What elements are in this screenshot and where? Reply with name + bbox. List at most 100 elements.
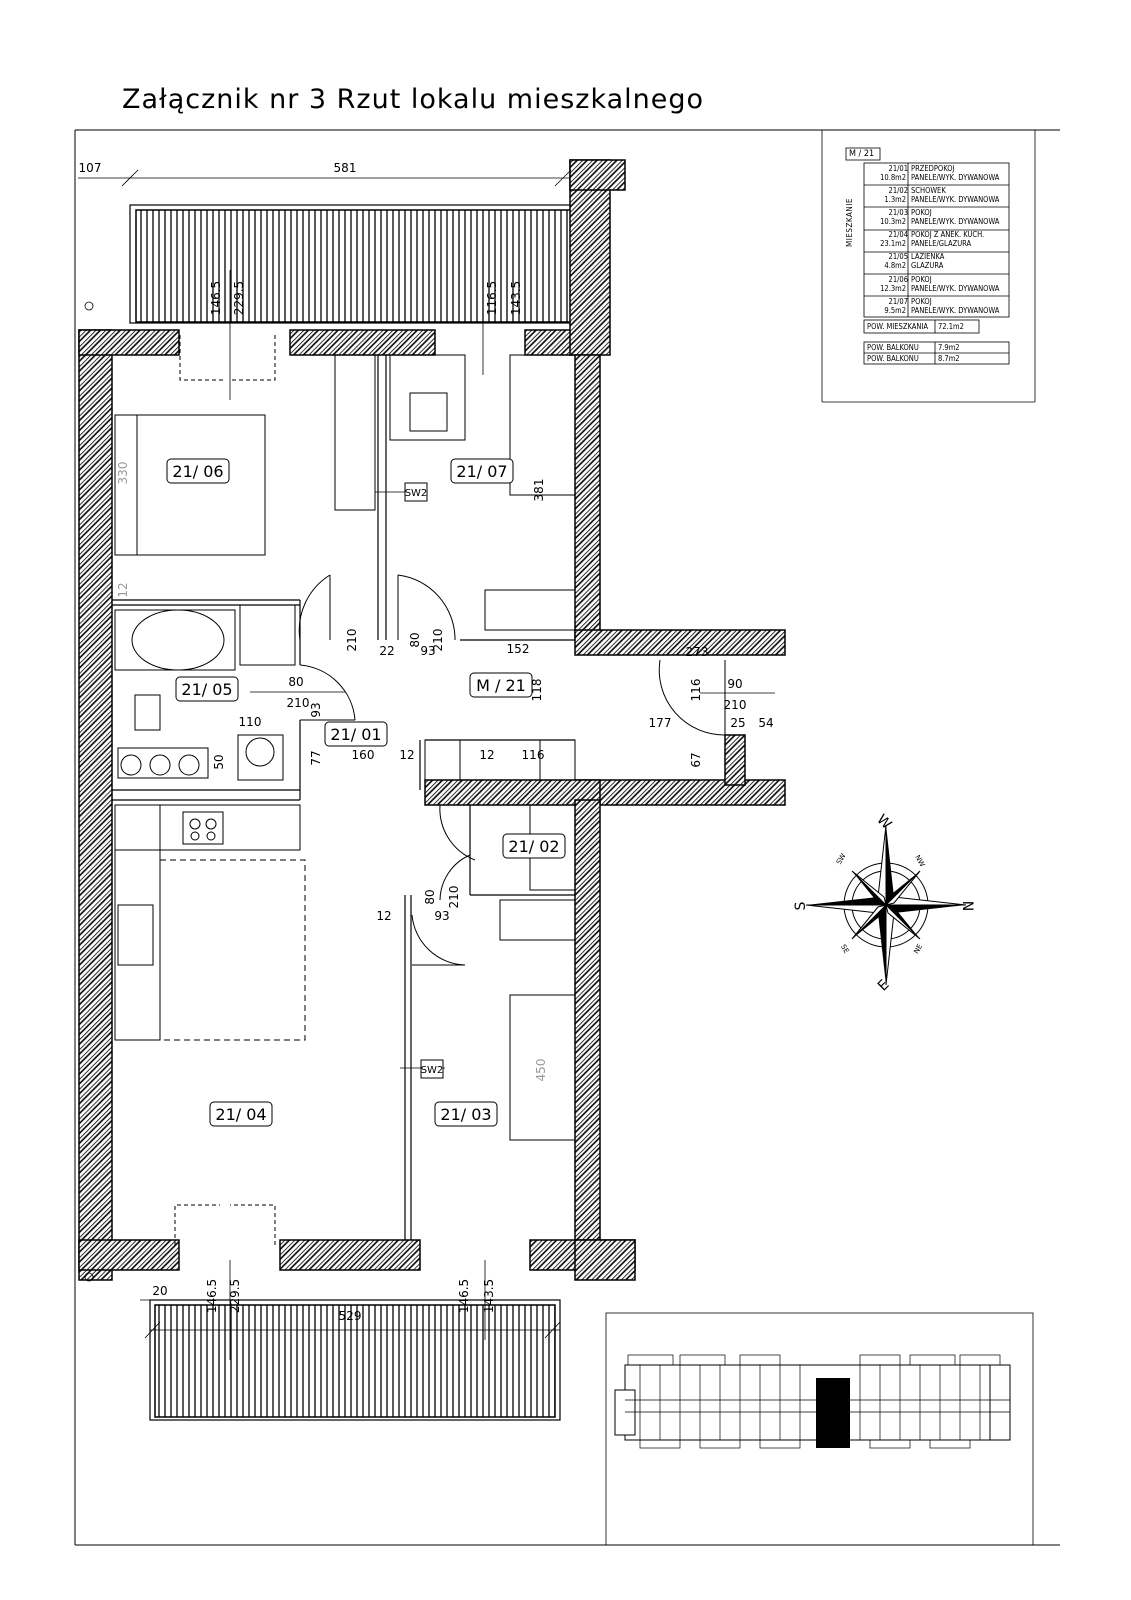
- bed-0107: [509, 354, 576, 496]
- room-label-2105: 21/ 05: [181, 680, 232, 699]
- room-label-2106: 21/ 06: [172, 462, 223, 481]
- furniture: [114, 354, 576, 1141]
- dim-text: 146.5: [205, 1279, 219, 1313]
- dim-text: 20: [152, 1284, 167, 1298]
- bed-0103: [509, 994, 576, 1141]
- room-tags: [166, 458, 566, 1127]
- legend-room-id: 21/02: [888, 186, 908, 196]
- dim-text: 80: [408, 632, 422, 647]
- dim-text: 12: [376, 909, 391, 923]
- toilet: [134, 694, 161, 731]
- compass-ne: NE: [912, 943, 924, 955]
- compass-nw: NW: [913, 854, 926, 869]
- dining-table: [159, 859, 306, 1041]
- dim-text: 160: [352, 748, 375, 762]
- dim-text: 146.5: [209, 281, 223, 315]
- exterior-walls: [78, 159, 786, 1281]
- legend-room-id: 21/05: [888, 252, 908, 262]
- dim-text: 22: [379, 644, 394, 658]
- dim-text: 93: [434, 909, 449, 923]
- legend-balcony-label: POW. BALKONU: [867, 354, 919, 363]
- legend-room-finish: PANELE/WYK. DYWANOWA: [911, 283, 1000, 293]
- dim-text: 146.5: [457, 1279, 471, 1313]
- dim-text: 152: [507, 642, 530, 656]
- legend-room-name: POKOJ Z ANEK. KUCH.: [911, 230, 985, 240]
- kitchen-sink: [117, 904, 154, 966]
- legend-room-area: 12.3m2: [880, 283, 906, 293]
- interior-walls: [112, 355, 575, 1240]
- dim-text: 381: [532, 479, 546, 502]
- dim-text: 229.5: [232, 281, 246, 315]
- legend-room-finish: PANELE/WYK. DYWANOWA: [911, 217, 1000, 227]
- legend-balcony-value: 8.7m2: [938, 354, 960, 363]
- unit-location-highlight: [816, 1378, 850, 1448]
- compass-s: S: [793, 901, 809, 910]
- sw2-label: SW2: [421, 1065, 444, 1076]
- legend-room-name: POKOJ: [911, 274, 932, 284]
- washing-machines: [117, 747, 209, 779]
- dim-text: 581: [334, 161, 357, 175]
- dim-text: 12: [479, 748, 494, 762]
- dim-text: 50: [212, 754, 226, 769]
- legend-balcony-value: 7.9m2: [938, 343, 960, 352]
- room-label-2104: 21/ 04: [215, 1105, 266, 1124]
- dim-text: 210: [287, 696, 310, 710]
- unit-label: M / 21: [476, 676, 526, 695]
- cabinet-0103: [499, 899, 576, 941]
- legend-room-area: 1.3m2: [884, 195, 906, 205]
- dim-text: 12: [116, 582, 130, 597]
- legend-room-id: 21/03: [888, 208, 908, 218]
- legend-room-finish: PANELE/WYK. DYWANOWA: [911, 173, 1000, 182]
- compass-sw: SW: [835, 852, 848, 866]
- room-label-2107: 21/ 07: [456, 462, 507, 481]
- dim-text: 177: [649, 716, 672, 730]
- doors: [174, 335, 726, 1245]
- wardrobe-0106: [334, 354, 376, 511]
- legend-room-name: POKOJ: [911, 208, 932, 218]
- dim-text: 116: [689, 679, 703, 702]
- legend-room-finish: PANELE/WYK. DYWANOWA: [911, 195, 1000, 205]
- dim-text: 93: [420, 644, 435, 658]
- legend-room-name: LAZIENKA: [911, 252, 945, 262]
- dim-text: 93: [309, 702, 323, 717]
- dim-text: 80: [423, 889, 437, 904]
- dim-text: 229.5: [228, 1279, 242, 1313]
- dim-text: 116: [522, 748, 545, 762]
- legend-room-id: 21/01: [888, 164, 908, 173]
- room-label-2101: 21/ 01: [330, 725, 381, 744]
- dim-text: 210: [724, 698, 747, 712]
- stove: [182, 811, 224, 845]
- legend-room-id: 21/06: [888, 274, 908, 284]
- dim-text: 118: [530, 679, 544, 702]
- dim-text: 90: [727, 677, 742, 691]
- legend-room-area: 10.3m2: [880, 217, 906, 227]
- page-title: Załącznik nr 3 Rzut lokalu mieszkalnego: [122, 84, 705, 115]
- dim-text: 330: [116, 462, 130, 485]
- legend-room-id: 21/07: [888, 296, 908, 306]
- legend-room-name: SCHOWEK: [911, 186, 946, 196]
- dim-text: 110: [239, 715, 262, 729]
- legend-room-name: POKOJ: [911, 296, 932, 306]
- bathtub: [131, 609, 225, 671]
- dim-text: 210: [447, 886, 461, 909]
- compass-w: W: [873, 812, 894, 833]
- desk-0107: [389, 354, 466, 441]
- balcony-top: [129, 204, 583, 324]
- compass-n: N: [959, 901, 975, 911]
- key-plan: [605, 1312, 1034, 1546]
- dim-text: 80: [288, 675, 303, 689]
- dim-text: 77: [309, 750, 323, 765]
- dim-text: 143.5: [509, 281, 523, 315]
- dim-text: 450: [534, 1059, 548, 1082]
- legend-room-finish: GLAZURA: [911, 261, 944, 271]
- legend-header: M / 21: [849, 149, 875, 159]
- dim-text: 12: [399, 748, 414, 762]
- balcony-bottom: [149, 1299, 561, 1421]
- legend-room-finish: PANELE/GLAZURA: [911, 239, 972, 249]
- compass-rose: [805, 824, 967, 986]
- compass-e: E: [875, 977, 893, 995]
- legend-room-area: 10.8m2: [880, 173, 906, 182]
- legend-room-id: 21/04: [888, 230, 908, 240]
- legend-total-value: 72.1m2: [938, 322, 964, 331]
